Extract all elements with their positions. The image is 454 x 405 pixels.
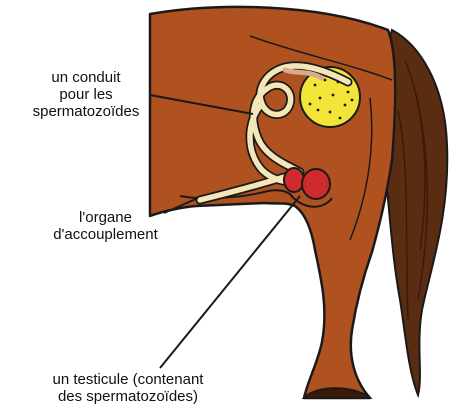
label-conduit-line-1: un conduit	[6, 69, 166, 86]
label-testicule-line-1: un testicule (contenant	[8, 371, 248, 388]
label-conduit: un conduit pour les spermatozoïdes	[6, 69, 166, 120]
testicle-back-icon	[284, 168, 304, 192]
label-testicule: un testicule (contenant des spermatozoïd…	[8, 371, 248, 405]
label-conduit-line-2: pour les	[6, 86, 166, 103]
label-organe-line-2: d'accouplement	[18, 226, 193, 243]
label-testicule-line-2: des spermatozoïdes)	[8, 388, 248, 405]
testicle-front-icon	[302, 169, 330, 199]
label-organe-line-1: l'organe	[18, 209, 193, 226]
label-conduit-line-3: spermatozoïdes	[6, 103, 166, 120]
label-organe: l'organe d'accouplement	[18, 209, 193, 243]
